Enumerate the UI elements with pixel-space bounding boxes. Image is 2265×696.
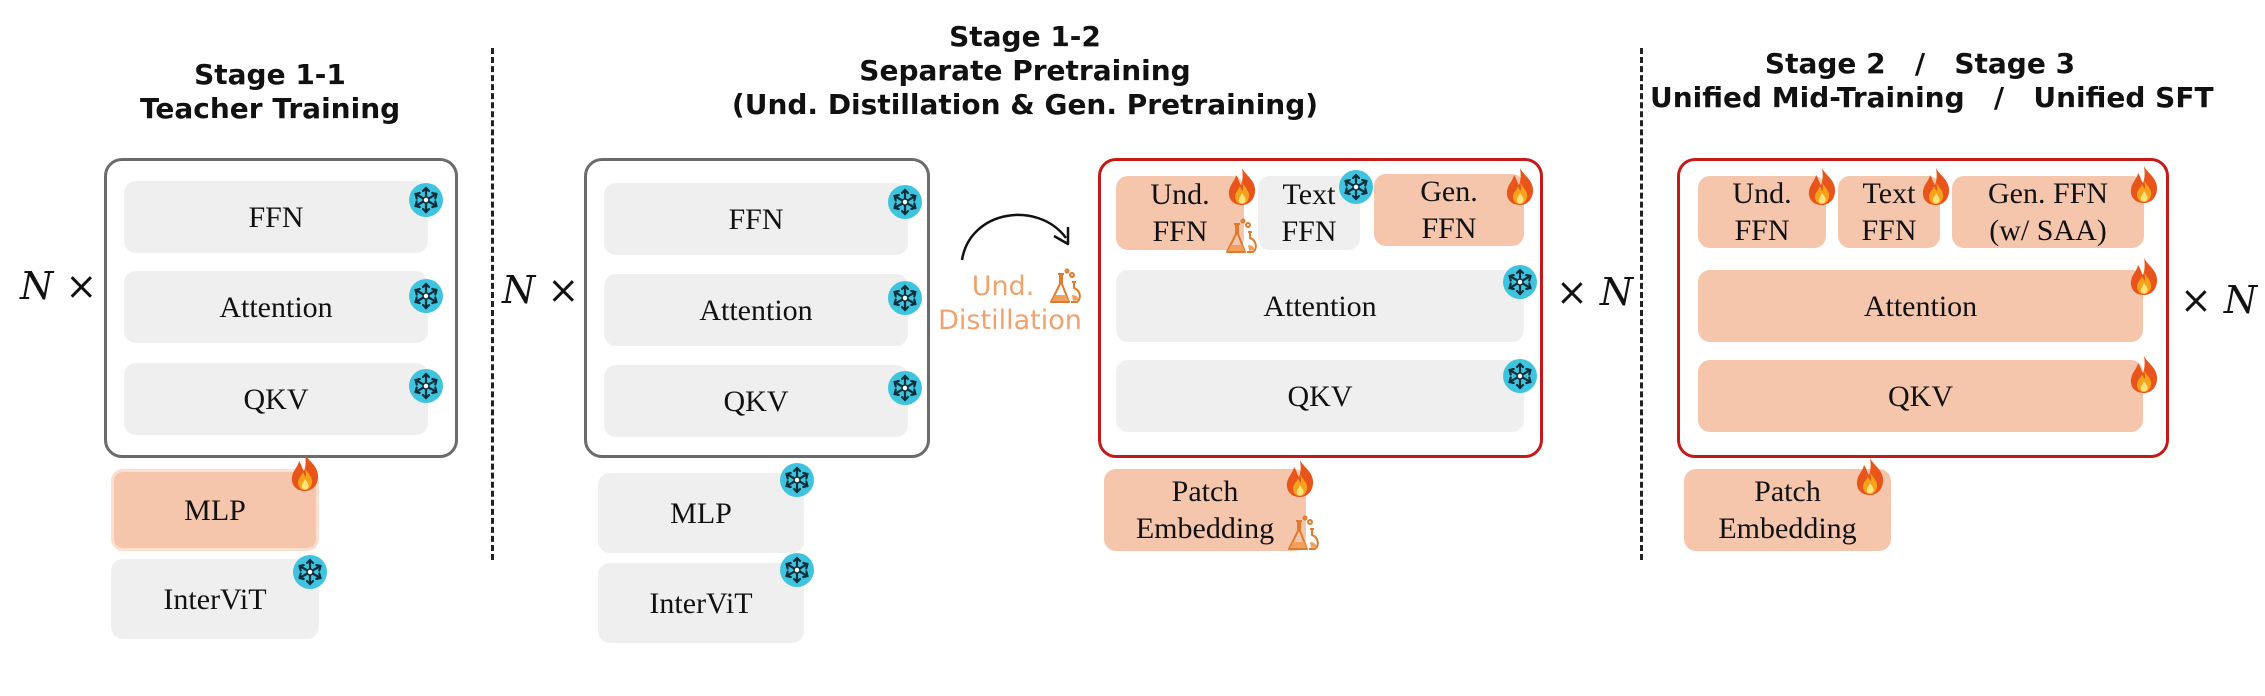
stage2-3-title: Stage 2 / Stage 3 Unified Mid-Training /… (1650, 47, 2214, 114)
flask-icon (1046, 268, 1086, 308)
stage1-2-mlp-block: MLP (598, 473, 804, 553)
stage1-2-qkv-block-student: QKV (1116, 360, 1524, 432)
stage2-3-layer-frame (1677, 158, 2169, 458)
stage1-2-title: Stage 1-2 Separate Pretraining (Und. Dis… (731, 20, 1319, 121)
stage-divider-2 (1640, 48, 1643, 560)
stage1-2-right-multiplier: × N (1556, 270, 1634, 314)
stage1-2-left-multiplier: N × (502, 268, 580, 312)
flask-icon (1222, 218, 1262, 258)
snowflake-icon (777, 460, 817, 500)
fire-icon (2124, 256, 2164, 296)
stage2-3-patch-embedding-block: Patch Embedding (1684, 469, 1891, 551)
flask-icon (1284, 515, 1324, 555)
stage1-2-student-frame (1098, 158, 1543, 458)
stage2-3-qkv-block: QKV (1698, 360, 2143, 432)
fire-icon (1802, 166, 1842, 206)
snowflake-icon (290, 552, 330, 592)
snowflake-icon (406, 366, 446, 406)
snowflake-icon (406, 180, 446, 220)
snowflake-icon (777, 550, 817, 590)
stage2-3-text-ffn-block: Text FFN (1838, 176, 1940, 248)
fire-icon (1850, 456, 1890, 496)
stage1-2-attention-block-student: Attention (1116, 270, 1524, 342)
stage1-1-mlp-block: MLP (111, 469, 319, 551)
stage1-1-title: Stage 1-1 Teacher Training (140, 58, 401, 125)
stage2-3-multiplier: × N (2180, 278, 2258, 322)
fire-icon (1222, 166, 1262, 206)
fire-icon (1280, 458, 1320, 498)
snowflake-icon (885, 182, 925, 222)
fire-icon (2124, 354, 2164, 394)
stage1-2-und-ffn-block: Und. FFN (1116, 176, 1244, 250)
stage1-1-intervit-block: InterViT (111, 559, 319, 639)
stage1-1-layer-frame (104, 158, 458, 458)
stage1-1-qkv-block: QKV (124, 363, 428, 435)
fire-icon (1500, 166, 1540, 206)
stage1-2-gen-ffn-block: Gen. FFN (1374, 174, 1524, 246)
distillation-label: Und. Distillation (938, 271, 1082, 336)
snowflake-icon (1500, 262, 1540, 302)
fire-icon (285, 452, 325, 492)
stage1-2-ffn-block: FFN (604, 183, 908, 255)
stage1-2-patch-embedding-block: Patch Embedding (1104, 469, 1306, 551)
stage-divider-1 (491, 48, 494, 560)
stage1-2-intervit-block: InterViT (598, 563, 804, 643)
stage1-2-attention-block: Attention (604, 274, 908, 346)
snowflake-icon (885, 368, 925, 408)
stage2-3-und-ffn-block: Und. FFN (1698, 176, 1826, 248)
snowflake-icon (1336, 167, 1376, 207)
stage1-2-qkv-block: QKV (604, 365, 908, 437)
stage1-2-teacher-frame (584, 158, 930, 458)
curved-arrow-icon (960, 213, 1070, 261)
stage2-3-gen-ffn-block: Gen. FFN (w/ SAA) (1952, 176, 2144, 248)
fire-icon (1916, 166, 1956, 206)
snowflake-icon (1500, 356, 1540, 396)
snowflake-icon (406, 276, 446, 316)
stage1-1-attention-block: Attention (124, 271, 428, 343)
stage2-3-attention-block: Attention (1698, 270, 2143, 342)
stage1-1-ffn-block: FFN (124, 181, 428, 253)
stage1-1-multiplier: N × (20, 264, 98, 308)
fire-icon (2124, 164, 2164, 204)
